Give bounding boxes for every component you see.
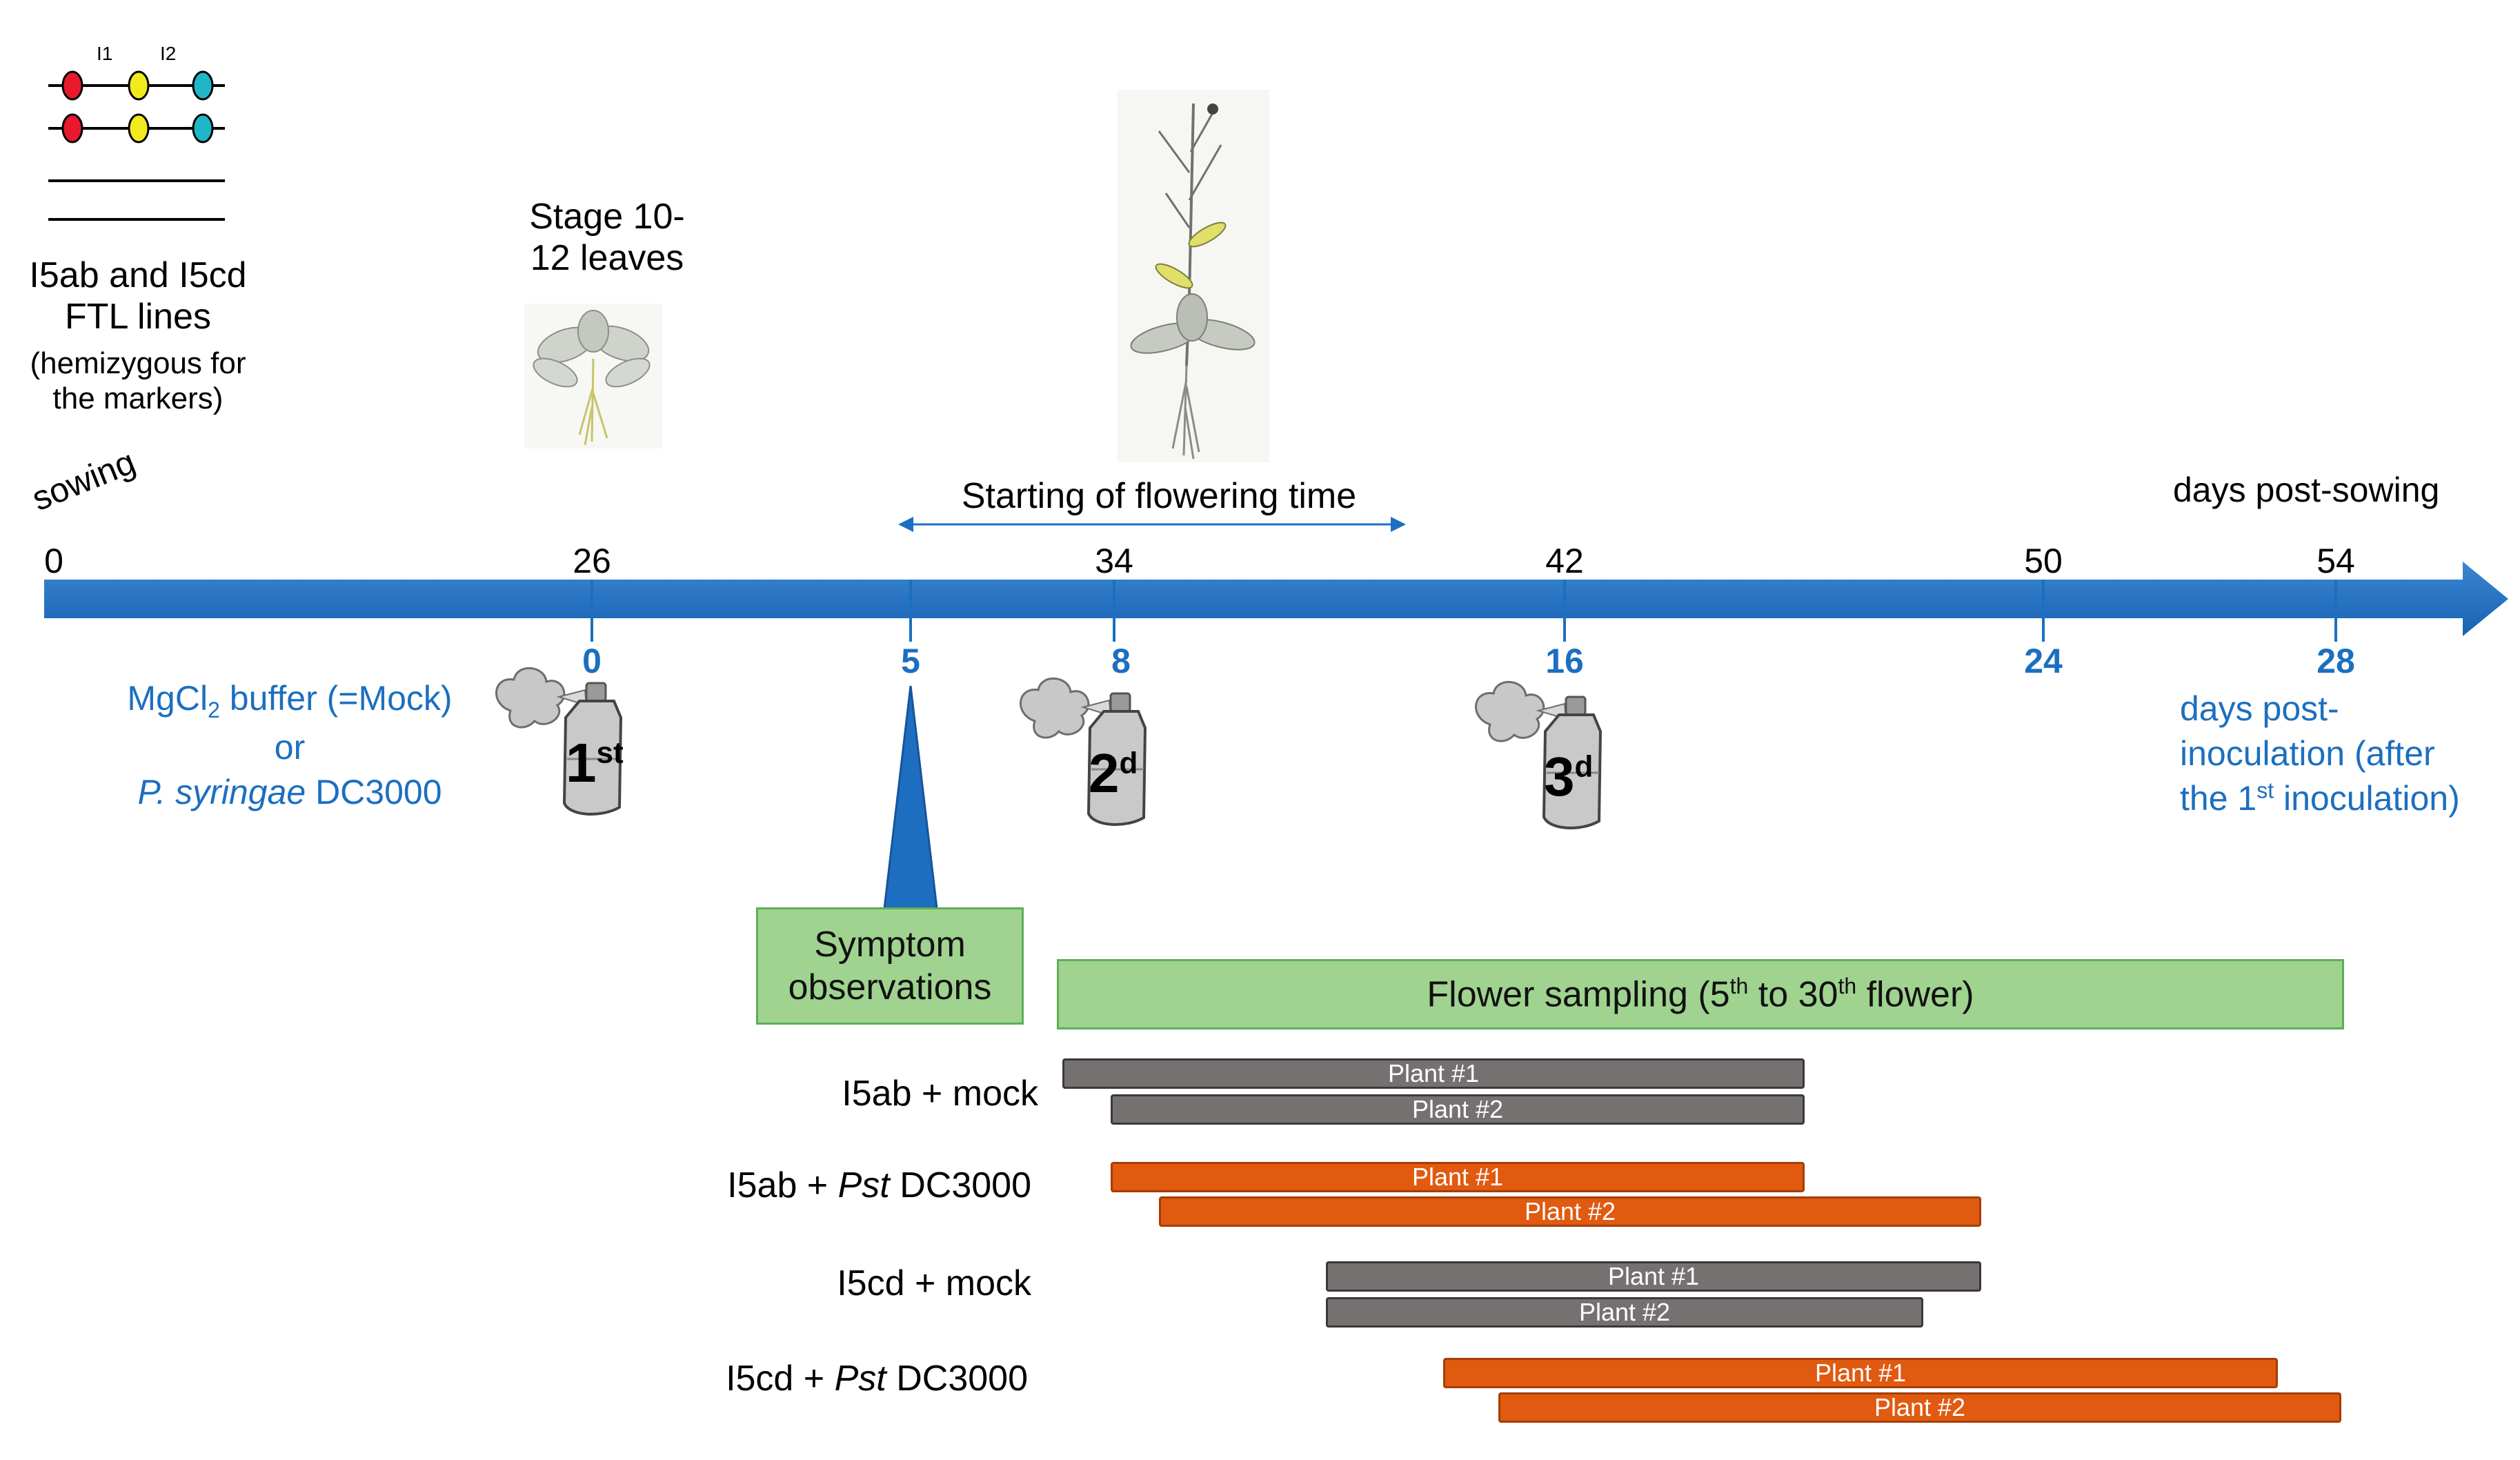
- spray-can-icon: [1475, 681, 1603, 829]
- bar-i5ab-mock-plant1: Plant #1: [1062, 1058, 1805, 1089]
- axis-tick-42: 42: [1545, 542, 1584, 580]
- flower-sampling-box: Flower sampling (5th to 30th flower): [1057, 959, 2344, 1029]
- dpi-tick-24: 24: [2024, 642, 2063, 680]
- stage-label: Stage 10- 12 leaves: [529, 197, 685, 278]
- marker-yellow-1: [128, 70, 150, 101]
- dpi-tick-8: 8: [1111, 642, 1131, 680]
- spray-can-icon: [495, 667, 623, 816]
- marker-cyan-1: [192, 70, 214, 101]
- row-label-i5cd-pst: I5cd + Pst DC3000: [726, 1359, 1028, 1399]
- axis-tick-34: 34: [1095, 542, 1133, 580]
- spray-number-1: 1st: [566, 732, 624, 793]
- marker-red-1: [61, 70, 83, 101]
- row-label-i5ab-pst: I5ab + Pst DC3000: [727, 1165, 1031, 1205]
- flowering-plant-icon: [1118, 90, 1269, 462]
- flowering-label: Starting of flowering time: [961, 476, 1357, 516]
- marker-yellow-2: [128, 113, 150, 144]
- row-label-i5cd-mock: I5cd + mock: [837, 1263, 1031, 1303]
- dpi-tick-16: 16: [1545, 642, 1584, 680]
- sowing-label: sowing: [26, 442, 141, 519]
- row-label-i5ab-mock: I5ab + mock: [842, 1074, 1038, 1114]
- spray-can-2: 2d: [1007, 666, 1173, 831]
- bar-i5cd-mock-plant1: Plant #1: [1326, 1261, 1981, 1292]
- dpi-tick-28: 28: [2316, 642, 2355, 680]
- spray-can-3: 3d: [1462, 669, 1628, 835]
- spray-number-3: 3d: [1544, 746, 1594, 807]
- lines-label: I5ab and I5cd FTL lines: [29, 255, 247, 337]
- axis-tick-marks: [591, 580, 2337, 642]
- bar-i5cd-pst-plant1: Plant #1: [1443, 1358, 2278, 1388]
- axis-tick-54: 54: [2316, 542, 2355, 580]
- marker-cyan-2: [192, 113, 214, 144]
- axis-title: days post-sowing: [2173, 471, 2440, 509]
- lines-note: (hemizygous for the markers): [30, 346, 246, 415]
- axis-tick-26: 26: [573, 542, 611, 580]
- chromosome-diagram: [48, 70, 225, 221]
- axis-tick-0: 0: [44, 542, 63, 580]
- spray-can-1: 1st: [483, 655, 648, 821]
- dpi-tick-5: 5: [901, 642, 920, 680]
- bar-i5cd-mock-plant2: Plant #2: [1326, 1297, 1923, 1328]
- bar-i5ab-pst-plant1: Plant #1: [1111, 1162, 1805, 1192]
- bar-i5ab-mock-plant2: Plant #2: [1111, 1094, 1805, 1125]
- flowering-span-arrow: [898, 517, 1406, 532]
- dpi-title: days post- inoculation (after the 1st in…: [2180, 689, 2460, 818]
- bar-i5ab-pst-plant2: Plant #2: [1159, 1196, 1981, 1227]
- marker-label-l2: I2: [160, 43, 177, 64]
- timeline-axis: [44, 562, 2508, 636]
- spray-number-2: 2d: [1089, 742, 1138, 804]
- spray-can-icon: [1020, 678, 1147, 826]
- marker-label-l1: I1: [97, 43, 113, 64]
- symptom-pointer: [883, 685, 938, 909]
- bar-i5cd-pst-plant2: Plant #2: [1498, 1392, 2341, 1423]
- rosette-plant-icon: [524, 304, 662, 448]
- marker-red-2: [61, 113, 83, 144]
- dpi-tick-0: 0: [582, 642, 602, 680]
- axis-tick-50: 50: [2024, 542, 2063, 580]
- treatment-label: MgCl2 buffer (=Mock) or P. syringae DC30…: [127, 679, 453, 811]
